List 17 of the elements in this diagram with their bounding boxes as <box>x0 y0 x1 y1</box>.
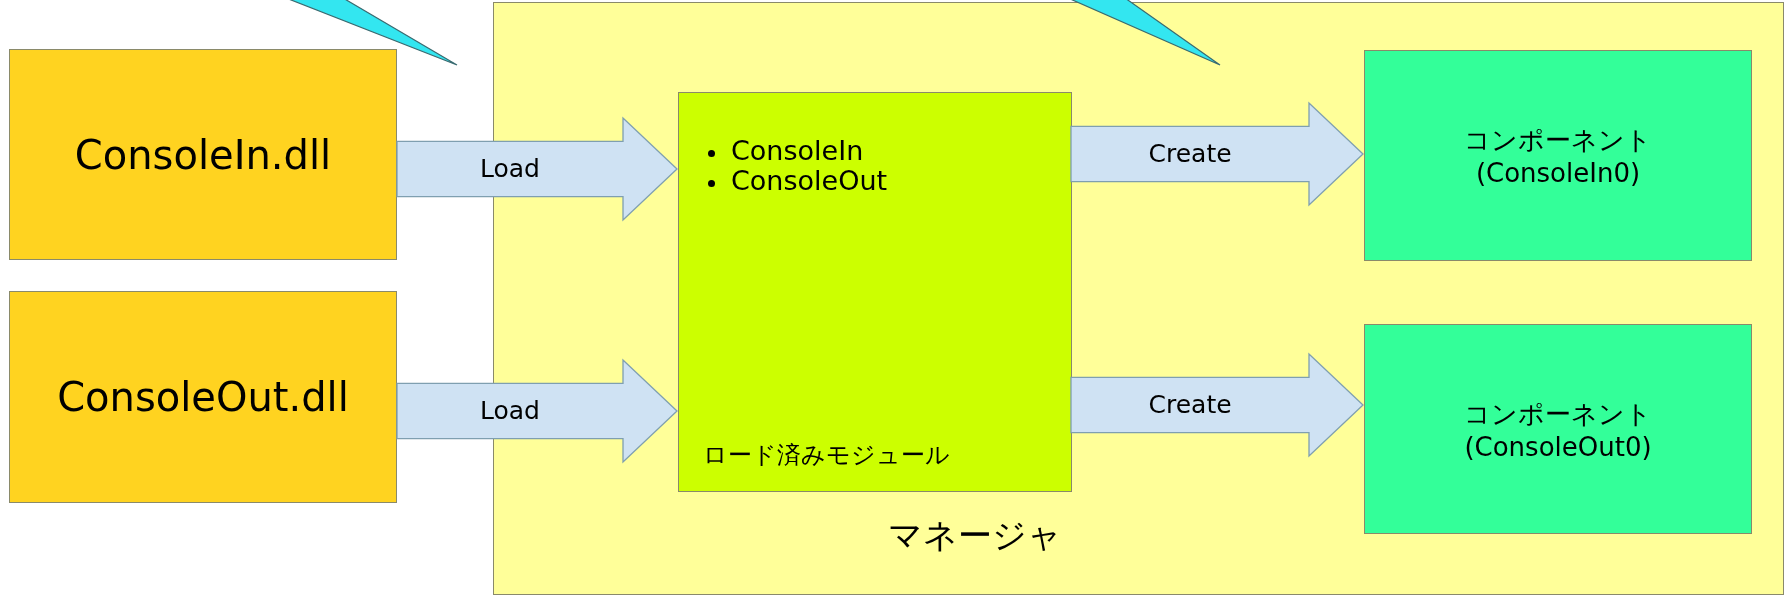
block-arrow <box>396 116 678 222</box>
list-item: ConsoleIn <box>731 135 864 166</box>
box-label: コンポーネント <box>1464 397 1652 431</box>
box-label: ロード済みモジュール <box>703 440 950 471</box>
box-label: (ConsoleIn0) <box>1475 158 1641 188</box>
component-box <box>1364 50 1752 261</box>
box-label: (ConsoleOut0) <box>1464 431 1652 462</box>
panel-title: マネージャ <box>888 514 1062 557</box>
list-item: ConsoleOut <box>731 165 888 196</box>
module-box <box>678 92 1072 492</box>
box-label: ConsoleOut.dll <box>57 374 349 420</box>
box-label: ConsoleIn.dll <box>74 131 332 178</box>
box-label: コンポーネント <box>1464 124 1652 157</box>
file-box <box>9 49 397 260</box>
file-box <box>9 291 397 503</box>
block-arrow <box>396 358 678 464</box>
component-box <box>1364 324 1752 534</box>
